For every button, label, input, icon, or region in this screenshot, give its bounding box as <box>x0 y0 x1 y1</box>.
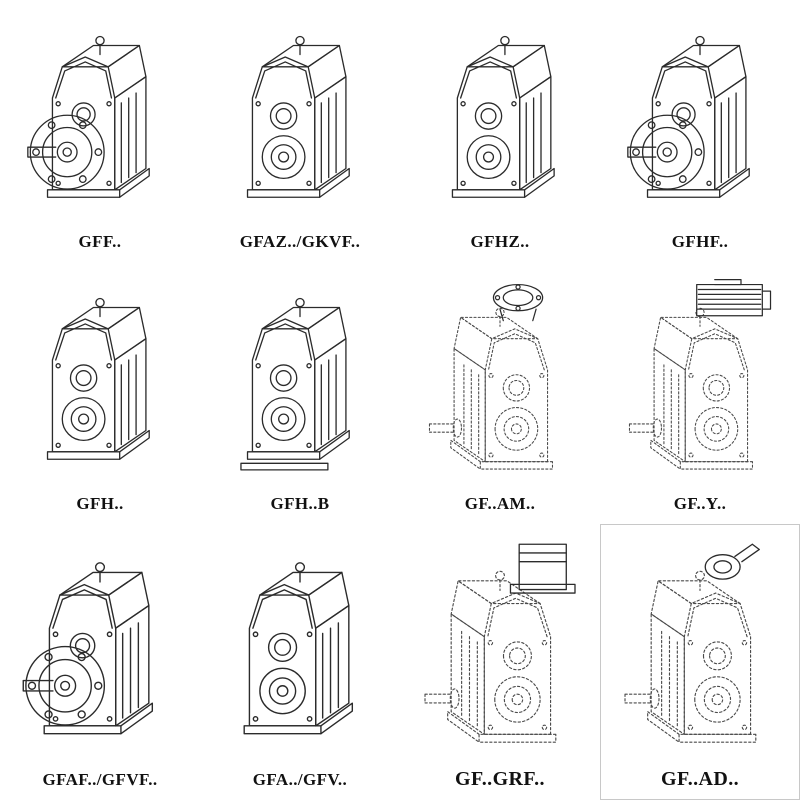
catalog-cell-gfaz-gkvf: GFAZ../GKVF.. <box>200 0 400 262</box>
gearbox-output-flange-icon <box>2 4 198 233</box>
input-cover-box-icon <box>509 543 576 594</box>
model-label: GF..Y.. <box>673 494 727 514</box>
model-label: GF..GRF.. <box>455 768 545 790</box>
gearbox-cover-box-icon <box>402 528 598 768</box>
gearbox-with-motor-icon <box>602 266 798 495</box>
model-label: GFHZ.. <box>470 232 530 252</box>
gearbox-shaft-mounted-icon <box>202 4 398 233</box>
catalog-cell-gfh-b: GFH..B <box>200 262 400 524</box>
model-label: GFAF../GFVF.. <box>42 770 158 790</box>
catalog-cell-gf-grf: GF..GRF.. <box>400 524 600 800</box>
gearbox-hollow-icon <box>2 266 198 495</box>
catalog-cell-gf-ad: GF..AD.. <box>600 524 800 800</box>
catalog-cell-gfhz: GFHZ.. <box>400 0 600 262</box>
input-shaft-adapter-icon <box>704 543 760 580</box>
model-label: GFH..B <box>270 494 330 514</box>
catalog-cell-gfaf-gfvf: GFAF../GFVF.. <box>0 524 200 800</box>
input-flange-icon <box>492 284 544 322</box>
model-label: GF..AM.. <box>464 494 536 514</box>
motor-icon <box>696 279 772 317</box>
catalog-cell-gff: GFF.. <box>0 0 200 262</box>
catalog-cell-gfa-gfv: GFA../GFV.. <box>200 524 400 800</box>
gearbox-hollow-flange-icon <box>602 4 798 233</box>
gearbox-shaft-mounted-icon <box>202 528 398 771</box>
gearbox-shaft-adapter-icon <box>602 528 798 768</box>
model-label: GFF.. <box>78 232 122 252</box>
gearbox-foot-mounted-icon <box>202 266 398 495</box>
gearbox-hollow-shaft-icon <box>402 4 598 233</box>
catalog-cell-gfhf: GFHF.. <box>600 0 800 262</box>
model-label: GFA../GFV.. <box>252 770 348 790</box>
gearbox-iec-adapter-icon <box>402 266 598 495</box>
catalog-cell-gf-am: GF..AM.. <box>400 262 600 524</box>
catalog-cell-gf-y: GF..Y.. <box>600 262 800 524</box>
model-label: GFHF.. <box>671 232 729 252</box>
model-label: GFH.. <box>76 494 124 514</box>
gearbox-output-flange-icon <box>2 528 198 771</box>
model-label: GF..AD.. <box>660 768 740 790</box>
model-label: GFAZ../GKVF.. <box>239 232 361 252</box>
catalog-cell-gfh: GFH.. <box>0 262 200 524</box>
